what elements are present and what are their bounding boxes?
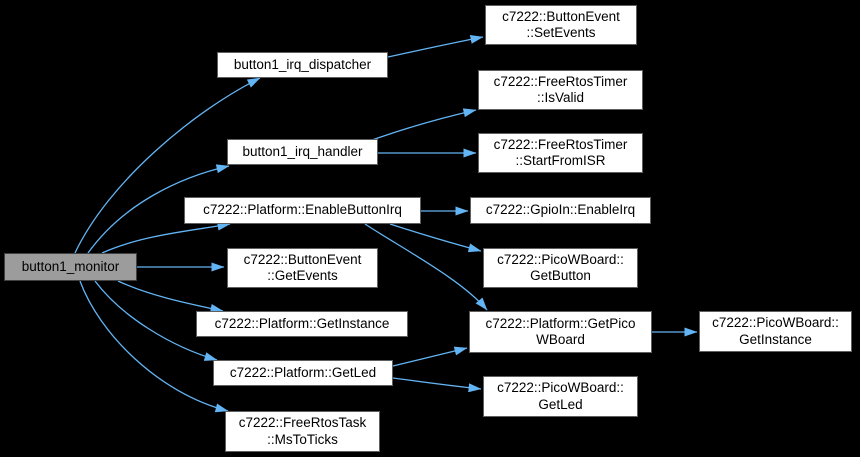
node-label-line: button1_irq_dispatcher — [233, 56, 372, 72]
node-picow-board-get-led[interactable]: c7222::PicoWBoard::GetLed — [483, 376, 638, 417]
node-label-line: GetLed — [538, 396, 583, 412]
node-label-line: c7222::ButtonEvent — [243, 251, 362, 267]
node-label-line: c7222::FreeRtosTask — [238, 415, 367, 430]
node-label-line: GetButton — [530, 268, 591, 283]
edge-platform-get-led-to-platform-get-pico-wboard — [392, 346, 468, 367]
node-button1-monitor[interactable]: button1_monitor — [4, 253, 137, 281]
node-label-line: GetInstance — [739, 331, 812, 347]
node-button1-irq-handler[interactable]: button1_irq_handler — [227, 139, 378, 165]
node-button-event-set-events[interactable]: c7222::ButtonEvent::SetEvents — [485, 5, 637, 45]
node-label-line: c7222::Platform::GetInstance — [214, 315, 390, 331]
node-button-event-get-events[interactable]: c7222::ButtonEvent::GetEvents — [227, 248, 378, 288]
node-label-line: ::IsValid — [536, 90, 585, 105]
edge-button1-monitor-to-button1-irq-handler — [87, 164, 230, 254]
node-label-line: c7222::GpioIn::EnableIrq — [485, 202, 636, 218]
node-button1-irq-dispatcher[interactable]: button1_irq_dispatcher — [217, 52, 388, 78]
edge-button1-monitor-to-platform-get-led — [94, 280, 218, 361]
node-label-line: button1_irq_handler — [242, 143, 363, 159]
node-picow-board-get-button[interactable]: c7222::PicoWBoard::GetButton — [483, 248, 638, 288]
node-label-line: ::MsToTicks — [267, 431, 338, 447]
node-label-line: c7222::FreeRtosTimer — [493, 73, 628, 89]
node-label-line: button1_monitor — [21, 258, 120, 274]
node-label-line: c7222::PicoWBoard:: — [497, 380, 624, 395]
node-freertos-timer-start-from-isr[interactable]: c7222::FreeRtosTimer::StartFromISR — [478, 133, 643, 173]
node-platform-enable-button-irq[interactable]: c7222::Platform::EnableButtonIrq — [184, 197, 421, 224]
edge-button1-monitor-to-freertos-task-ms-to-ticks — [79, 280, 229, 413]
edge-button1-monitor-to-platform-get-instance — [117, 280, 224, 313]
edge-button1-irq-dispatcher-to-button-event-set-events — [387, 34, 484, 58]
node-gpio-in-enable-irq[interactable]: c7222::GpioIn::EnableIrq — [470, 197, 651, 224]
node-platform-get-instance[interactable]: c7222::Platform::GetInstance — [196, 311, 408, 337]
edge-button1-monitor-to-platform-enable-button-irq — [101, 221, 231, 254]
edge-button1-irq-handler-to-freertos-timer-is-valid — [371, 108, 477, 141]
node-label-line: WBoard — [536, 332, 585, 347]
node-freertos-task-ms-to-ticks[interactable]: c7222::FreeRtosTask::MsToTicks — [225, 411, 380, 452]
node-label-line: ::SetEvents — [526, 25, 596, 40]
node-label-line: c7222::PicoWBoard:: — [497, 251, 624, 267]
node-label-line: ::GetEvents — [267, 268, 338, 283]
edge-platform-enable-button-irq-to-platform-get-pico-wboard — [364, 223, 488, 311]
node-label-line: c7222::Platform::EnableButtonIrq — [203, 202, 402, 218]
node-label-line: ::StartFromISR — [515, 153, 606, 168]
node-label-line: c7222::PicoWBoard:: — [712, 315, 839, 330]
edge-button1-monitor-to-button1-irq-dispatcher — [74, 77, 261, 254]
node-label-line: c7222::FreeRtosTimer — [493, 136, 628, 152]
node-label-line: c7222::Platform::GetPico — [485, 315, 636, 331]
node-picow-board-get-instance[interactable]: c7222::PicoWBoard::GetInstance — [699, 311, 852, 352]
node-platform-get-led[interactable]: c7222::Platform::GetLed — [213, 360, 393, 386]
node-freertos-timer-is-valid[interactable]: c7222::FreeRtosTimer::IsValid — [478, 70, 643, 110]
edge-platform-enable-button-irq-to-picow-board-get-button — [389, 223, 482, 253]
node-label-line: c7222::ButtonEvent — [502, 8, 620, 24]
node-label-line: c7222::Platform::GetLed — [229, 364, 377, 380]
edge-platform-get-led-to-picow-board-get-led — [392, 377, 482, 393]
